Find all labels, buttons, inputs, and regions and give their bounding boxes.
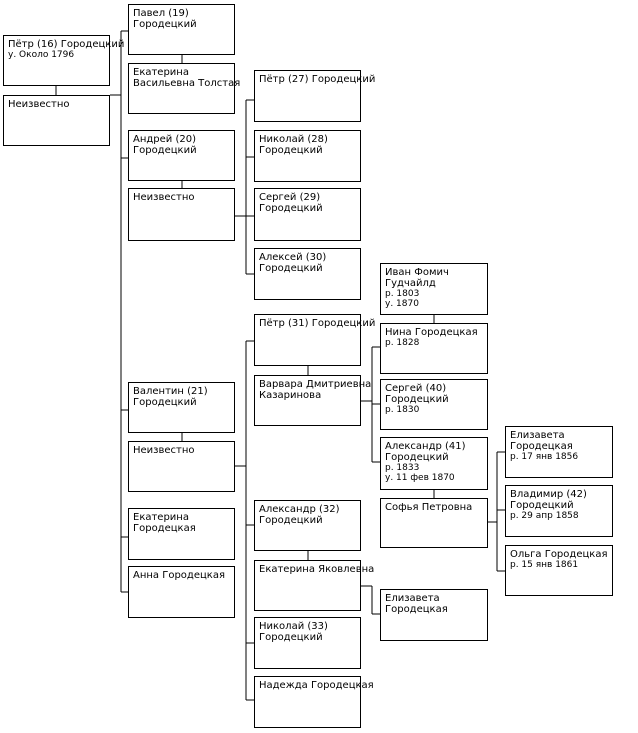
person-box-varvara-kazarinova: Варвара Дмитриевна Казаринова: [254, 375, 372, 426]
person-name: Сергей (29): [259, 192, 321, 203]
person-name: Нина Городецкая: [385, 327, 478, 338]
person-surname: Городецкий: [259, 145, 323, 156]
person-box-aleksandr-32: Александр (32) Городецкий: [254, 500, 361, 551]
person-birth: р. 1803: [385, 289, 420, 299]
person-name: Неизвестно: [8, 99, 70, 110]
person-birth: р. 1830: [385, 405, 420, 415]
person-name: Пётр (16) Городецкий: [8, 39, 125, 50]
person-box-nina-gorodetskaya: Нина Городецкая р. 1828: [380, 323, 488, 374]
person-name: Сергей (40): [385, 383, 447, 394]
person-death: у. Около 1796: [8, 50, 75, 60]
person-surname: Городецкая: [133, 523, 196, 534]
person-box-petr-31: Пётр (31) Городецкий: [254, 314, 376, 366]
person-box-petr-16-spouse: Неизвестно: [3, 95, 110, 146]
person-birth: р. 1828: [385, 338, 420, 348]
person-box-ekaterina-yakovlevna: Екатерина Яковлевна: [254, 560, 375, 611]
person-surname: Городецкий: [259, 263, 323, 274]
person-death: у. 11 фев 1870: [385, 473, 455, 483]
person-name: Неизвестно: [133, 192, 195, 203]
person-box-ekaterina-tolstaya: Екатерина Васильевна Толстая: [128, 63, 241, 114]
person-birth: р. 15 янв 1861: [510, 560, 579, 570]
person-death: у. 1870: [385, 299, 419, 309]
person-surname: Городецкий: [259, 632, 323, 643]
person-name: Надежда Городецкая: [259, 680, 374, 691]
person-name: Владимир (42): [510, 489, 587, 500]
person-name: Андрей (20): [133, 134, 196, 145]
person-box-sofya-petrovna: Софья Петровна: [380, 498, 488, 548]
person-box-ekaterina-gorodetskaya: Екатерина Городецкая: [128, 508, 235, 560]
person-birth: р. 29 апр 1858: [510, 511, 579, 521]
person-name: Екатерина: [133, 512, 189, 523]
person-name: Анна Городецкая: [133, 570, 225, 581]
person-surname: Городецкий: [385, 452, 449, 463]
person-name: Валентин (21): [133, 386, 208, 397]
person-box-valentin-21: Валентин (21) Городецкий: [128, 382, 235, 433]
person-surname: Васильевна Толстая: [133, 78, 241, 89]
person-name: Иван Фомич: [385, 267, 449, 278]
person-name: Екатерина: [133, 67, 189, 78]
person-surname: Городецкий: [259, 203, 323, 214]
person-name: Варвара Дмитриевна: [259, 379, 372, 390]
person-surname: Городецкий: [259, 515, 323, 526]
person-surname: Гудчайлд: [385, 278, 436, 289]
person-box-elizaveta-gorodetskaya: Елизавета Городецкая: [380, 589, 488, 641]
person-name: Николай (28): [259, 134, 328, 145]
person-box-anna-gorodetskaya: Анна Городецкая: [128, 566, 235, 618]
person-box-elizaveta-1856: Елизавета Городецкая р. 17 янв 1856: [505, 426, 613, 478]
person-name: Ольга Городецкая: [510, 549, 608, 560]
person-box-ivan-goodchild: Иван Фомич Гудчайлд р. 1803 у. 1870: [380, 263, 488, 315]
person-name: Софья Петровна: [385, 502, 473, 513]
person-box-nikolay-33: Николай (33) Городецкий: [254, 617, 361, 669]
person-box-aleksey-30: Алексей (30) Городецкий: [254, 248, 361, 300]
person-surname: Казаринова: [259, 390, 322, 401]
person-box-petr-16: Пётр (16) Городецкий у. Около 1796: [3, 35, 125, 86]
person-surname: Городецкий: [133, 145, 197, 156]
person-box-andrey-spouse: Неизвестно: [128, 188, 235, 241]
person-name: Пётр (27) Городецкий: [259, 74, 376, 85]
person-box-vladimir-42: Владимир (42) Городецкий р. 29 апр 1858: [505, 485, 613, 537]
person-surname: Городецкая: [510, 441, 573, 452]
person-name: Елизавета: [385, 593, 440, 604]
person-box-nadezhda-gorodetskaya: Надежда Городецкая: [254, 676, 374, 728]
person-name: Алексей (30): [259, 252, 327, 263]
person-name: Неизвестно: [133, 445, 195, 456]
person-name: Павел (19): [133, 8, 189, 19]
person-name: Николай (33): [259, 621, 328, 632]
person-box-valentin-spouse: Неизвестно: [128, 441, 235, 492]
person-surname: Городецкий: [133, 397, 197, 408]
person-name: Пётр (31) Городецкий: [259, 318, 376, 329]
person-name: Александр (41): [385, 441, 466, 452]
person-box-pavel-19: Павел (19) Городецкий: [128, 4, 235, 55]
person-box-olga-gorodetskaya: Ольга Городецкая р. 15 янв 1861: [505, 545, 613, 596]
person-name: Екатерина Яковлевна: [259, 564, 375, 575]
person-box-sergey-29: Сергей (29) Городецкий: [254, 188, 361, 241]
person-surname: Городецкий: [510, 500, 574, 511]
person-box-sergey-40: Сергей (40) Городецкий р. 1830: [380, 379, 488, 430]
person-surname: Городецкий: [133, 19, 197, 30]
person-name: Александр (32): [259, 504, 340, 515]
person-birth: р. 1833: [385, 463, 420, 473]
person-birth: р. 17 янв 1856: [510, 452, 579, 462]
person-surname: Городецкий: [385, 394, 449, 405]
person-box-petr-27: Пётр (27) Городецкий: [254, 70, 376, 122]
person-surname: Городецкая: [385, 604, 448, 615]
person-box-nikolay-28: Николай (28) Городецкий: [254, 130, 361, 182]
person-box-aleksandr-41: Александр (41) Городецкий р. 1833 у. 11 …: [380, 437, 488, 490]
person-name: Елизавета: [510, 430, 565, 441]
person-box-andrey-20: Андрей (20) Городецкий: [128, 130, 235, 181]
